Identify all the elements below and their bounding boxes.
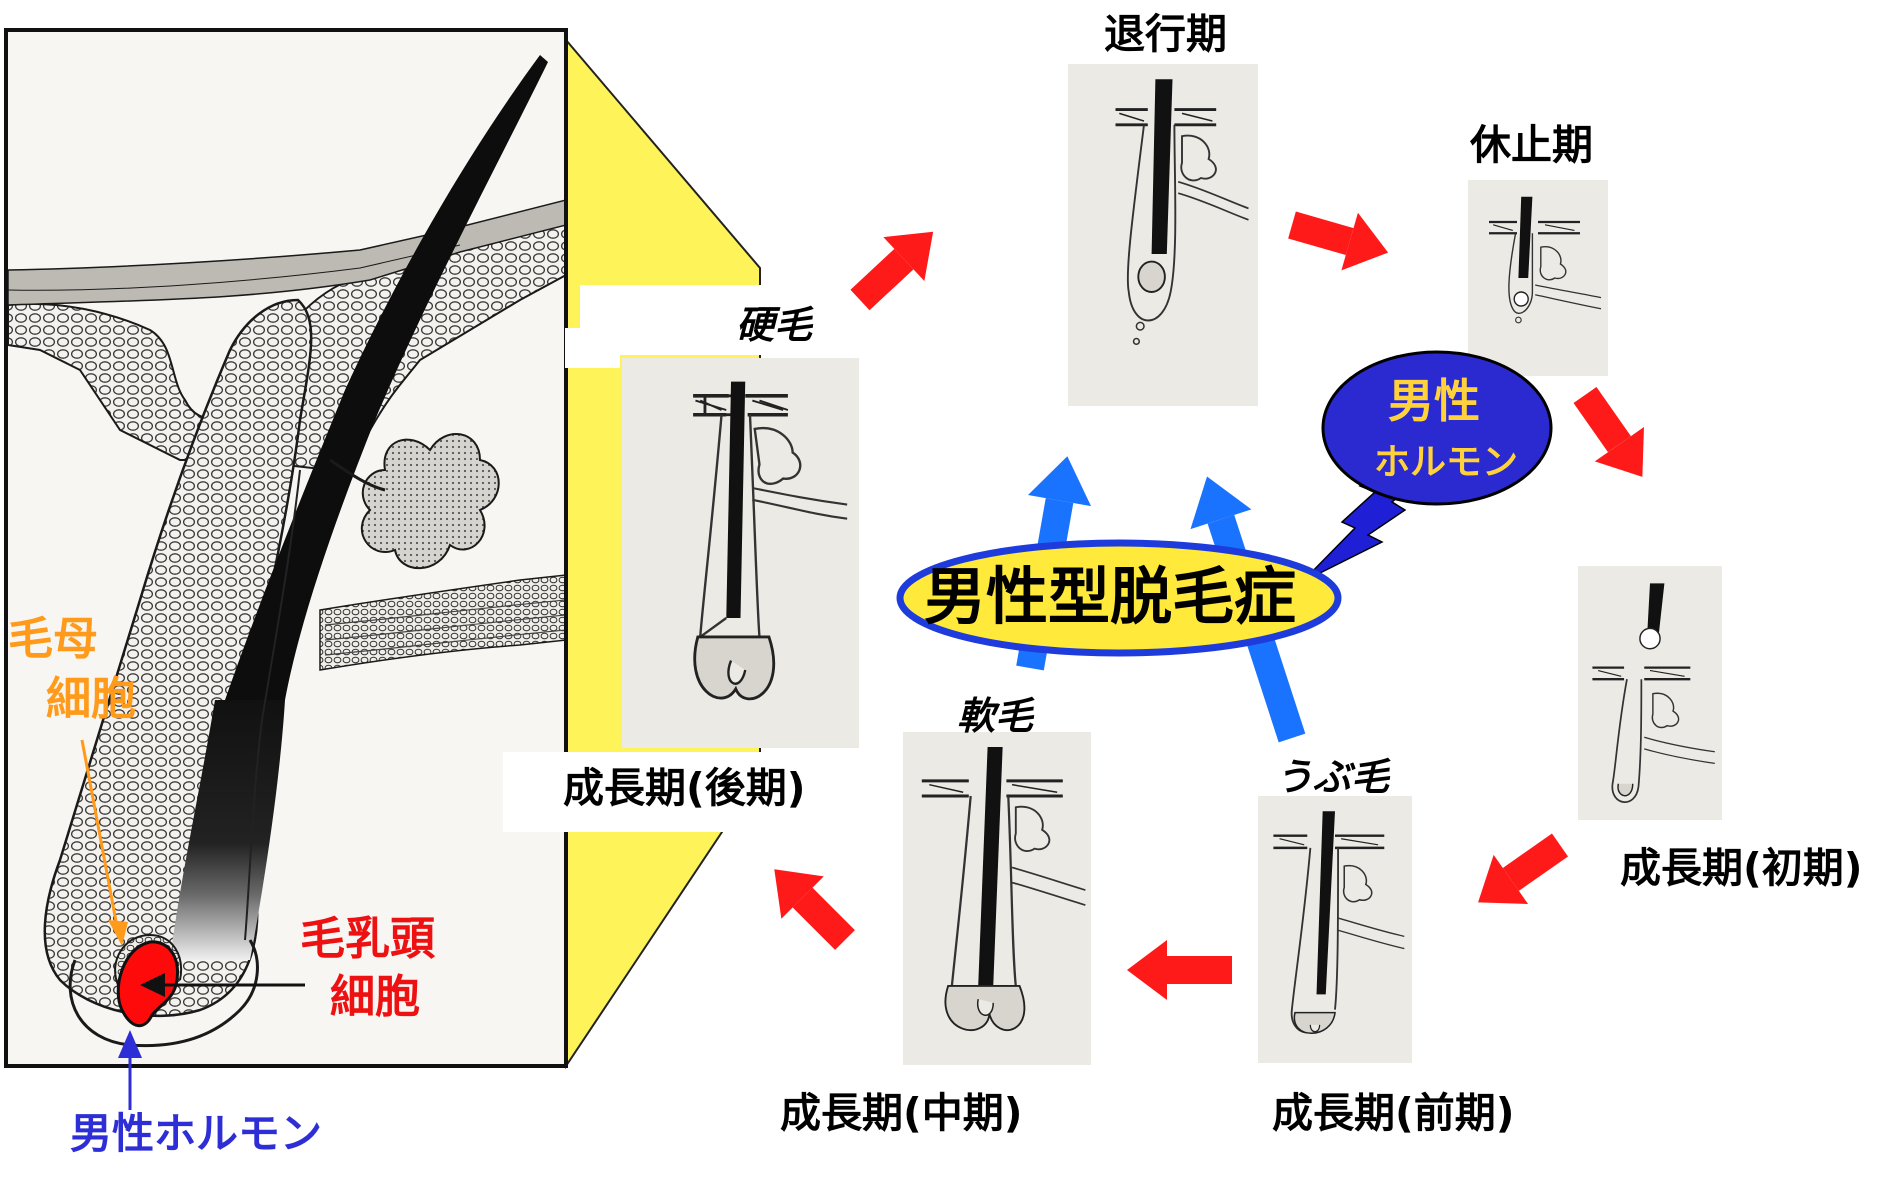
arrow-middle-to-late <box>774 869 855 950</box>
arrow-anagen-early-to-front <box>1478 833 1569 904</box>
papilla-cell-label-line2: 細胞 <box>330 970 421 1023</box>
hormone-label: 男性ホルモン <box>70 1109 323 1158</box>
label-anagen-front: 成長期(前期) <box>1272 1089 1515 1137</box>
label-catagen: 退行期 <box>1104 10 1227 58</box>
label-anagen-early: 成長期(初期) <box>1620 844 1863 892</box>
card-anagen-early <box>1578 566 1722 820</box>
label-soft-hair: 軟毛 <box>957 694 1034 738</box>
matrix-cell-label-line1: 毛母 <box>8 612 99 665</box>
card-anagen-late <box>622 358 859 748</box>
hormone-bubble <box>1321 350 1553 506</box>
card-telogen <box>1468 180 1608 376</box>
papilla-cell-label-line1: 毛乳頭 <box>300 912 436 965</box>
card-catagen <box>1068 64 1258 406</box>
label-terminal-hair: 硬毛 <box>736 303 813 347</box>
aga-label: 男性型脱毛症 <box>924 560 1297 633</box>
card-anagen-middle <box>903 732 1091 1065</box>
label-anagen-middle: 成長期(中期) <box>780 1089 1023 1137</box>
matrix-pointer <box>80 739 120 933</box>
arrow-anagen-late-to-catagen <box>850 231 934 311</box>
matrix-cell-label-line2: 細胞 <box>46 672 137 725</box>
label-telogen: 休止期 <box>1470 121 1593 169</box>
aga-ellipse <box>896 539 1342 657</box>
arrow-front-to-middle <box>1127 940 1232 1000</box>
hormone-bubble-line2: ホルモン <box>1374 442 1519 483</box>
label-anagen-late: 成長期(後期) <box>563 764 806 812</box>
label-vellus-hair: うぶ毛 <box>1275 755 1390 799</box>
card-anagen-front <box>1258 796 1412 1063</box>
arrow-telogen-to-anagen-early <box>1573 386 1644 477</box>
hormone-bubble-line1: 男性 <box>1388 374 1480 428</box>
arrow-catagen-to-telogen <box>1288 211 1389 271</box>
